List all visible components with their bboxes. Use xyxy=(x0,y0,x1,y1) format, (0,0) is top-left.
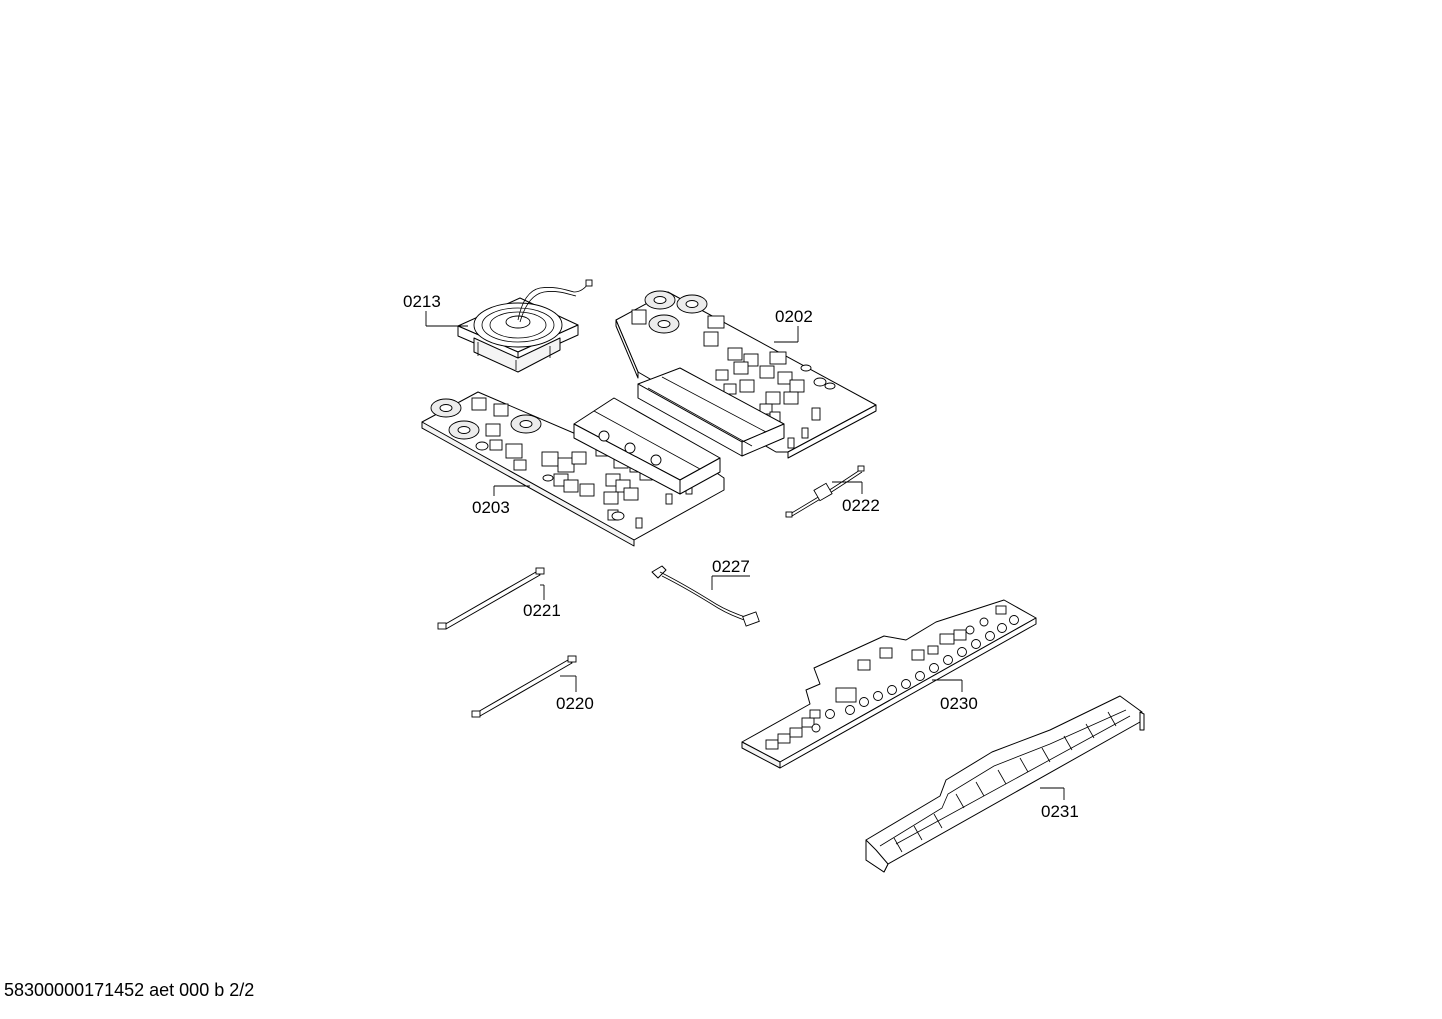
part-0213-fan[interactable] xyxy=(457,279,593,373)
callout-label-0202: 0202 xyxy=(775,307,813,326)
callout-label-0221: 0221 xyxy=(523,601,561,620)
part-0221-ribbon-cable[interactable] xyxy=(437,567,545,630)
callout-label-0220: 0220 xyxy=(556,694,594,713)
toroid-coils xyxy=(644,290,708,334)
callout-label-0203: 0203 xyxy=(472,498,510,517)
part-0220-ribbon-cable[interactable] xyxy=(471,655,577,718)
callout-0222: 0222 xyxy=(832,481,880,515)
callout-label-0231: 0231 xyxy=(1041,802,1079,821)
document-footer-code: 58300000171452 aet 000 b 2/2 xyxy=(4,980,255,1000)
toroid-coils-left xyxy=(430,398,542,440)
callout-label-0222: 0222 xyxy=(842,496,880,515)
callout-0202: 0202 xyxy=(774,307,813,343)
callout-label-0213: 0213 xyxy=(403,292,441,311)
callout-0227: 0227 xyxy=(711,557,750,590)
callout-0231: 0231 xyxy=(1040,787,1079,821)
part-0230-control-board[interactable] xyxy=(741,599,1037,769)
callout-0221: 0221 xyxy=(523,584,561,620)
part-0203-power-board[interactable] xyxy=(421,391,725,547)
callout-0230: 0230 xyxy=(932,679,978,713)
callout-0203: 0203 xyxy=(472,485,530,517)
keypad-elements xyxy=(765,605,1019,750)
callout-label-0227: 0227 xyxy=(712,557,750,576)
part-0202-power-board[interactable] xyxy=(615,290,877,459)
holder-ribs xyxy=(893,711,1131,853)
callout-label-0230: 0230 xyxy=(940,694,978,713)
part-0222-ferrite-cable[interactable] xyxy=(785,465,865,518)
heat-sink-left xyxy=(573,397,721,495)
part-0231-board-holder[interactable] xyxy=(865,695,1145,873)
heat-sink xyxy=(637,367,785,457)
callout-0220: 0220 xyxy=(556,675,594,713)
part-0227-cable-harness[interactable] xyxy=(651,565,760,627)
callout-0213: 0213 xyxy=(403,292,468,327)
